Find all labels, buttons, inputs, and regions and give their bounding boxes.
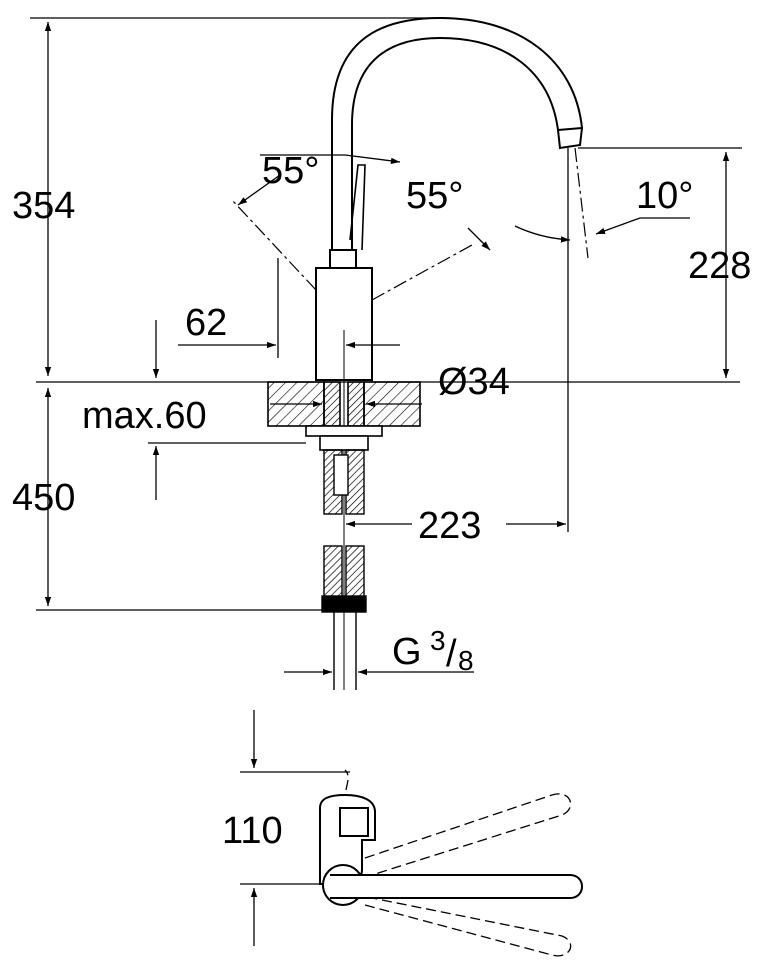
label-thread-slash: / (446, 633, 457, 675)
label-10: 10° (636, 175, 693, 217)
fixing-plate (305, 425, 383, 437)
label-diameter-34: Ø34 (438, 361, 510, 403)
lever-rotation-lines (231, 147, 589, 301)
label-max60: max.60 (82, 395, 207, 437)
label-55-left: 55° (262, 150, 319, 192)
top-view-handle-cap (339, 807, 369, 837)
label-110: 110 (222, 810, 283, 852)
faucet-side-view (315, 16, 584, 381)
shank-left (323, 381, 341, 427)
faucet-top-view (319, 793, 583, 906)
spout-inner (351, 36, 559, 250)
lever-neck (329, 249, 357, 269)
shank-right (347, 381, 365, 427)
dimension-lines (30, 17, 742, 946)
label-228: 228 (688, 245, 751, 287)
spout-tip (556, 126, 584, 150)
label-55-right: 55° (406, 175, 463, 217)
supply-hoses (321, 449, 367, 690)
hose-nut (321, 595, 367, 613)
label-354: 354 (12, 185, 75, 227)
label-223: 223 (418, 505, 481, 547)
lever-handle (349, 164, 366, 251)
top-view-swing-lines (344, 769, 572, 957)
label-62: 62 (185, 302, 227, 344)
label-thread-denominator: 8 (458, 645, 474, 676)
label-connection-thread: G (392, 631, 422, 673)
label-thread-numerator: 3 (430, 625, 446, 656)
label-450: 450 (12, 477, 75, 519)
top-view-lever (330, 874, 583, 899)
